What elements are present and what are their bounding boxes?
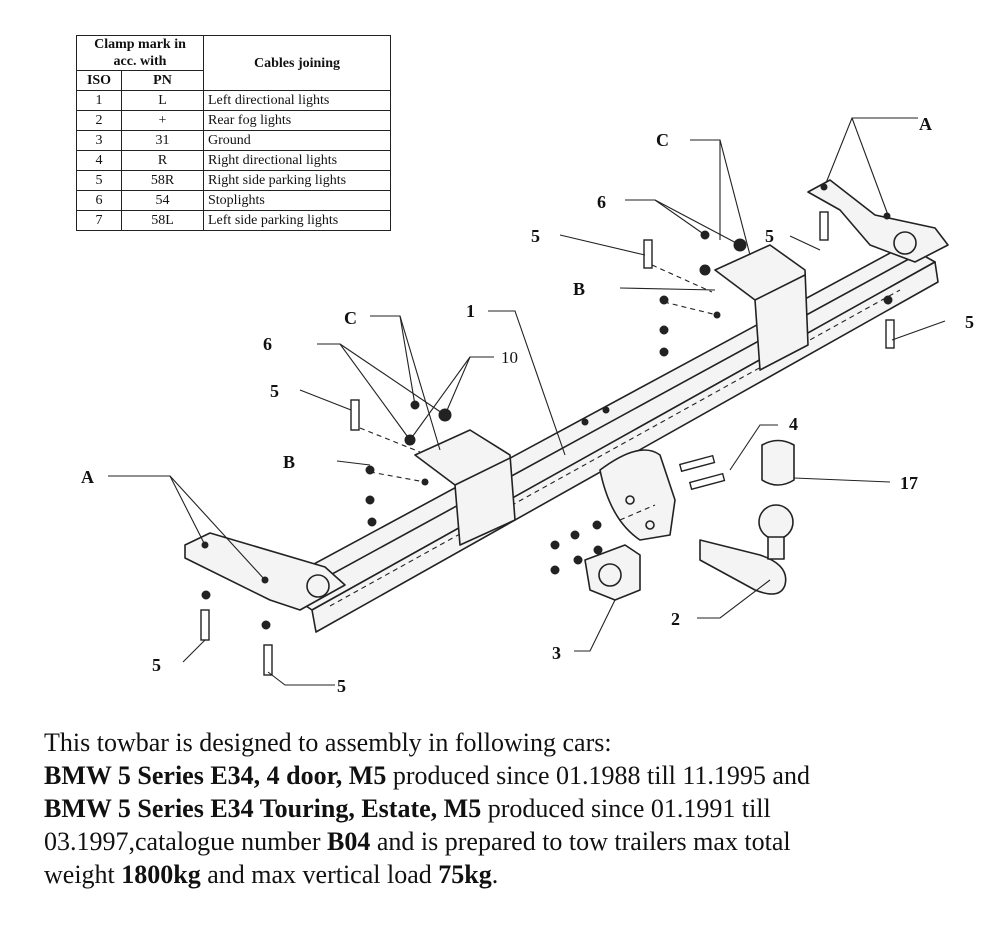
model-touring: BMW 5 Series E34 Touring, Estate, M5 [44,794,482,823]
caption-sedan-dates: produced since 01.1988 till 11.1995 and [386,761,810,790]
part-labels: A C 6 5 5 B 5 1 C 6 10 5 4 B A 17 2 3 5 … [81,114,974,696]
label-5-left: 5 [270,381,279,401]
label-10: 10 [501,348,518,367]
caption-period: . [491,860,499,889]
caption-line-4: 03.1997,catalogue number B04 and is prep… [44,825,974,858]
cable-cell: Right directional lights [203,150,391,171]
cables-joining-header: Cables joining [203,35,391,91]
fasteners [200,211,895,676]
caption-intro: This towbar is designed to assembly in f… [44,728,612,757]
table-subheader-row: ISO PN [76,70,391,91]
label-c-right: C [656,130,669,150]
label-b-right: B [573,279,585,299]
label-c-left: C [344,308,357,328]
label-3: 3 [552,643,561,663]
clamp-mark-header: Clamp mark in acc. with [76,35,204,71]
label-5-right: 5 [965,312,974,332]
label-6-left: 6 [263,334,272,354]
caption-catalogue-text: 03.1997,catalogue number [44,827,328,856]
label-5-top: 5 [531,226,540,246]
label-2: 2 [671,609,680,629]
assembly-lines [359,264,718,521]
label-5-bottom: 5 [337,676,346,696]
right-clamp-bracket [713,244,809,371]
label-4: 4 [789,414,798,434]
label-a-right: A [919,114,932,134]
table-row: 2+Rear fog lights [76,110,391,131]
caption-line-1: This towbar is designed to assembly in f… [44,726,974,759]
right-end-bracket [807,179,949,263]
towbar-drawing: A C 6 5 5 B 5 1 C 6 10 5 4 B A 17 2 3 5 … [81,114,974,696]
socket-plate [584,544,641,601]
cable-cell: Rear fog lights [203,110,391,131]
label-a-left: A [81,467,94,487]
wiring-table: Clamp mark in acc. with Cables joining I… [76,35,391,231]
label-17: 17 [900,473,918,493]
label-5-bottom-left: 5 [152,655,161,675]
max-vertical-load: 75kg [438,860,492,889]
caption-line-3: BMW 5 Series E34 Touring, Estate, M5 pro… [44,792,974,825]
leader-lines [108,117,946,686]
label-6-right: 6 [597,192,606,212]
caption-weight-text: weight [44,860,122,889]
model-sedan: BMW 5 Series E34, 4 door, M5 [44,761,387,790]
label-5-top-right: 5 [765,226,774,246]
label-b-left: B [283,452,295,472]
cable-cell: Right side parking lights [203,170,391,191]
catalogue-number: B04 [327,827,371,856]
pn-cell: 58L [121,210,204,231]
ball-cover [761,439,795,486]
application-caption: This towbar is designed to assembly in f… [44,726,974,891]
caption-line-2: BMW 5 Series E34, 4 door, M5 produced si… [44,759,974,792]
iso-header: ISO [76,70,122,91]
left-end-bracket [184,532,346,611]
label-1: 1 [466,301,475,321]
tow-ball [699,504,794,595]
caption-load-text: and max vertical load [200,860,439,889]
cable-cell: Left side parking lights [203,210,391,231]
caption-line-5: weight 1800kg and max vertical load 75kg… [44,858,974,891]
caption-tow-text: and is prepared to tow trailers max tota… [370,827,791,856]
cable-cell: Stoplights [203,190,391,211]
max-total-weight: 1800kg [121,860,201,889]
centre-bracket [599,449,676,541]
table-header-row: Clamp mark in acc. with Cables joining [76,35,391,91]
caption-touring-dates: produced since 01.1991 till [481,794,771,823]
left-clamp-bracket [414,429,516,546]
